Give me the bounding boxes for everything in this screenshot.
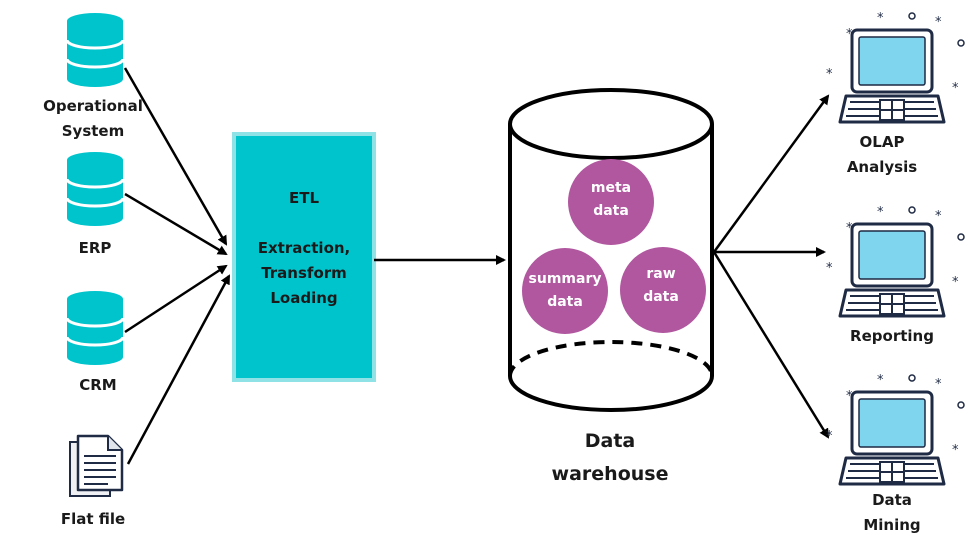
output-label-olap-analysis: OLAP Analysis [846,133,918,176]
etl-text: ETL Extraction, Transform Loading [234,186,374,311]
source-label-erp: ERP [78,239,112,257]
arrow-crm-to-etl [124,264,228,334]
database-icon-crm [65,289,125,367]
database-icon-operational-system [65,11,125,89]
etl-line-loading: Loading [270,289,338,307]
warehouse-cylinder [508,88,714,412]
etl-box [232,132,376,382]
laptop-icon-reporting [824,203,966,318]
output-label-reporting: Reporting [850,327,934,345]
source-label-operational-system: Operational System [43,97,143,140]
source-label-crm: CRM [79,376,117,394]
arrow-erp-to-etl [124,192,228,256]
arrow-warehouse-to-olap [712,94,830,253]
etl-title: ETL [288,189,320,207]
database-icon-erp [65,150,125,228]
document-icon-flat-file [69,434,124,497]
arrow-warehouse-to-datamining [712,251,830,439]
etl-line-transform: Transform [261,264,347,282]
meta-data-label: meta data [590,180,632,219]
etl-line-extraction: Extraction, [257,239,351,257]
source-label-flat-file: Flat file [60,510,126,528]
arrow-operational-to-etl [123,67,228,246]
meta-data-circle [568,159,654,245]
output-label-data-mining: Data Mining [863,491,921,534]
summary-data-label: summary data [528,271,602,310]
laptop-icon-olap [824,9,966,124]
arrow-flatfile-to-etl [126,274,231,465]
data-warehouse-label: Data warehouse [551,430,669,485]
raw-data-label: raw data [643,266,679,305]
summary-data-circle [522,248,608,334]
laptop-icon-data-mining [824,371,966,486]
raw-data-circle [620,247,706,333]
